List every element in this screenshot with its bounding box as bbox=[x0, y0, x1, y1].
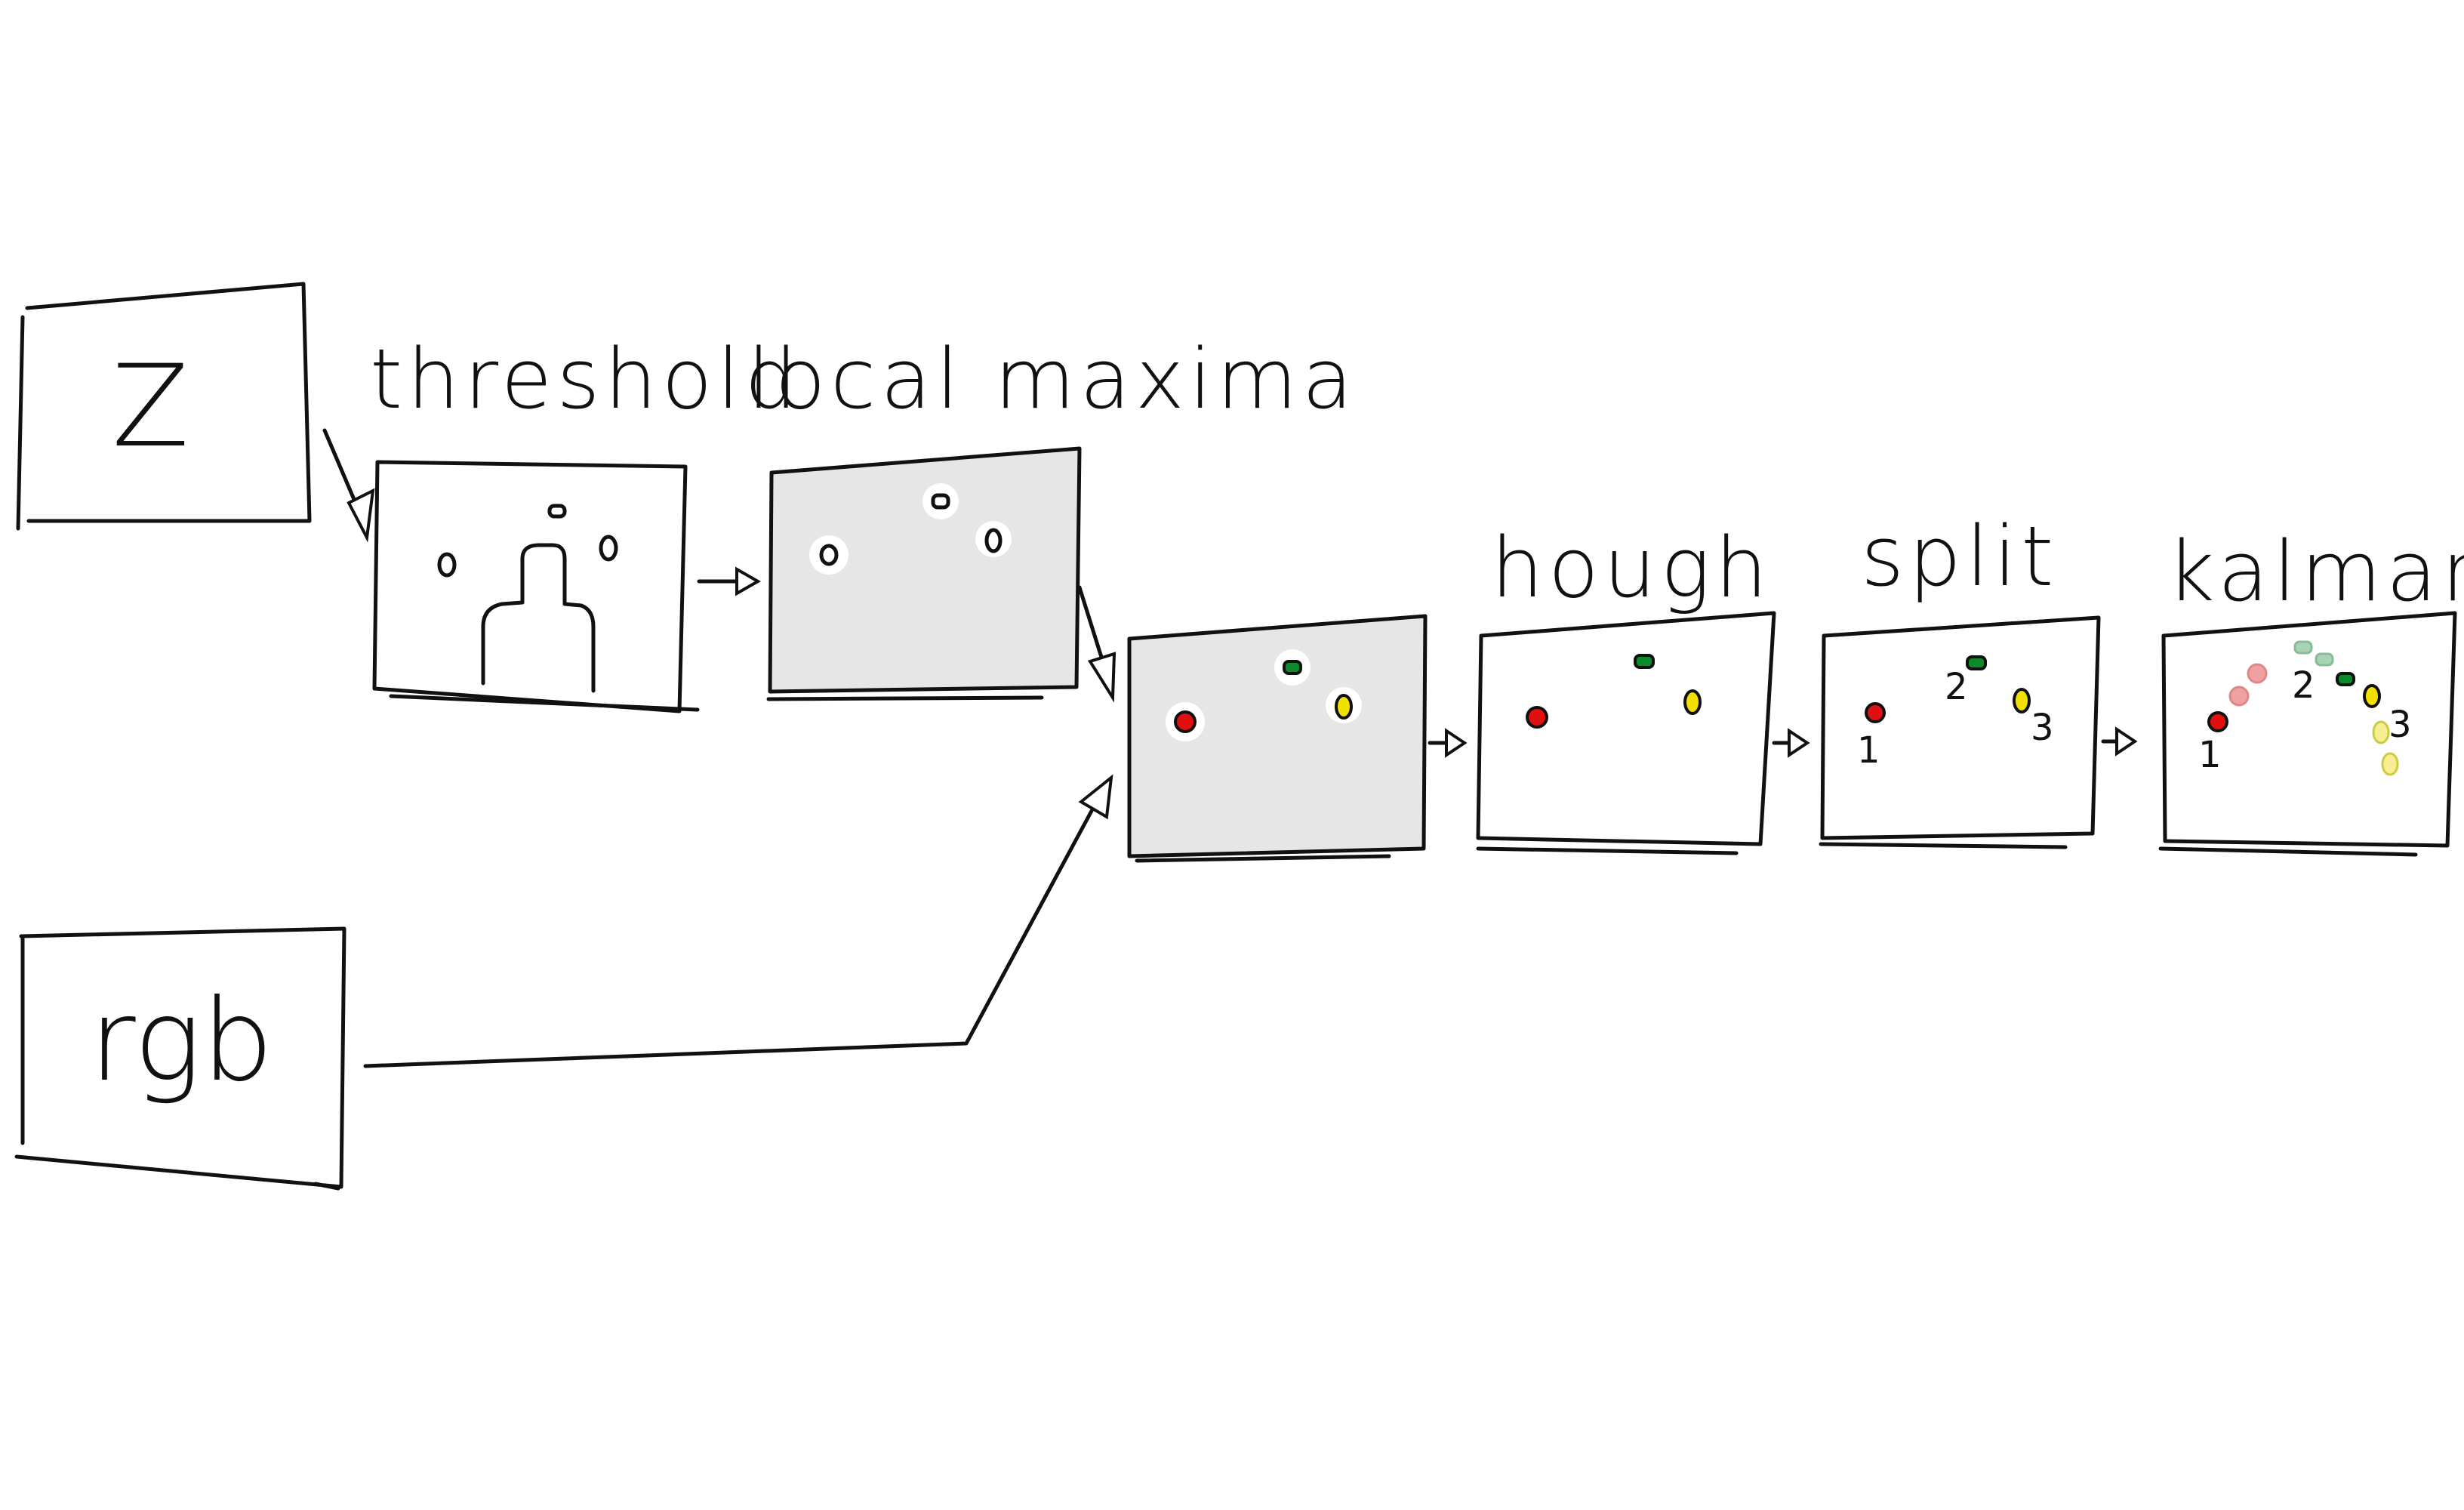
arrow-fusion-to-hough bbox=[1428, 728, 1468, 758]
fusion-green-ball bbox=[1274, 649, 1311, 686]
arrow-split-to-kalman bbox=[2101, 726, 2138, 757]
person-silhouette bbox=[481, 543, 596, 693]
depth-input-label: Z bbox=[112, 341, 189, 473]
kalman-id-2: 2 bbox=[2292, 664, 2315, 707]
fusion-red-ball bbox=[1166, 702, 1205, 741]
fusion-frame bbox=[1127, 614, 1428, 863]
threshold-blob bbox=[547, 504, 567, 519]
kalman-label: kalman bbox=[2167, 523, 2464, 620]
maxima-point bbox=[922, 483, 959, 519]
split-green-ball bbox=[1966, 655, 1987, 670]
arrow-rgb-to-fusion bbox=[363, 774, 1113, 1068]
kalman-yellow-ball bbox=[2363, 684, 2381, 708]
split-id-3: 3 bbox=[2031, 707, 2054, 749]
rgb-input-label: rgb bbox=[89, 975, 273, 1107]
threshold-label: threshold bbox=[370, 331, 802, 427]
split-id-2: 2 bbox=[1945, 666, 1968, 708]
kalman-green-trail bbox=[2293, 640, 2334, 667]
rgb-input-box: rgb bbox=[14, 926, 346, 1191]
kalman-id-3: 3 bbox=[2389, 704, 2412, 746]
maxima-point bbox=[809, 535, 849, 575]
threshold-blob bbox=[599, 535, 618, 562]
split-red-ball bbox=[1865, 702, 1886, 723]
split-yellow-ball bbox=[2013, 688, 2031, 713]
kalman-frame: 1 2 3 bbox=[2158, 611, 2457, 857]
kalman-red-ball bbox=[2207, 711, 2228, 732]
threshold-blob bbox=[437, 552, 457, 578]
split-id-1: 1 bbox=[1857, 729, 1880, 772]
hough-yellow-ball bbox=[1683, 689, 1702, 715]
hough-frame bbox=[1476, 611, 1776, 855]
hough-label: hough bbox=[1491, 519, 1772, 616]
fusion-yellow-ball bbox=[1326, 687, 1362, 723]
kalman-green-ball bbox=[2336, 672, 2355, 686]
arrow-maxima-to-fusion bbox=[1077, 585, 1116, 703]
local-maxima-label: local maxima bbox=[747, 331, 1357, 427]
local-maxima-frame bbox=[766, 446, 1082, 701]
hough-red-ball bbox=[1526, 706, 1548, 729]
depth-input-box: Z bbox=[16, 282, 312, 531]
arrow-threshold-to-maxima bbox=[697, 566, 762, 596]
maxima-point bbox=[975, 521, 1012, 557]
arrow-z-to-threshold bbox=[322, 428, 375, 543]
kalman-red-trail bbox=[2228, 663, 2268, 707]
hough-green-ball bbox=[1634, 654, 1655, 669]
threshold-frame bbox=[372, 460, 700, 713]
split-frame: 1 2 3 bbox=[1819, 615, 2101, 849]
split-label: split bbox=[1861, 508, 2058, 605]
kalman-id-1: 1 bbox=[2198, 734, 2222, 776]
arrow-hough-to-split bbox=[1772, 728, 1810, 758]
kalman-yellow-trail bbox=[2372, 720, 2399, 776]
